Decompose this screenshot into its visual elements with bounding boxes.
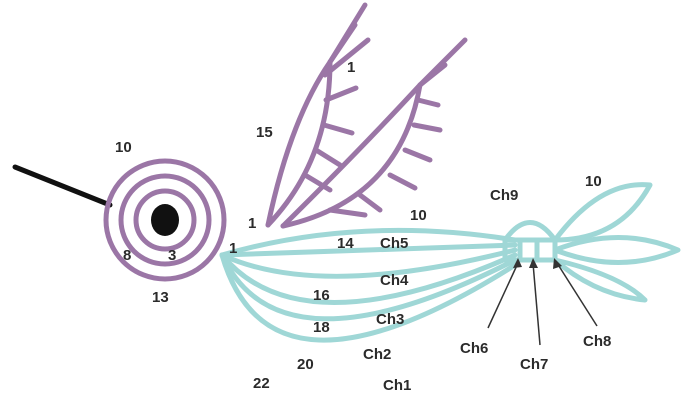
label-22: 22 <box>253 375 270 392</box>
label-petal-10: 10 <box>585 173 602 190</box>
label-wing-1-top: 1 <box>347 59 355 76</box>
tail-petals <box>555 185 678 300</box>
label-ch8: Ch8 <box>583 333 611 350</box>
label-ch2-count: 18 <box>313 319 330 336</box>
label-ch7: Ch7 <box>520 356 548 373</box>
label-ch9: Ch9 <box>490 187 518 204</box>
label-ring-inner: 3 <box>168 247 176 264</box>
label-ch5: Ch5 <box>380 235 408 252</box>
label-ring-left: 8 <box>123 247 131 264</box>
label-ring-bottom: 13 <box>152 289 169 306</box>
label-small-1: 1 <box>229 240 237 257</box>
label-ch1: Ch1 <box>383 377 411 394</box>
body-chains <box>222 230 515 340</box>
label-ch6: Ch6 <box>460 340 488 357</box>
eye <box>151 204 179 236</box>
label-ch2: Ch2 <box>363 346 391 363</box>
label-ch4: Ch4 <box>380 272 409 289</box>
label-ch3-count: 16 <box>313 287 330 304</box>
upper-wing-right <box>283 40 465 226</box>
petal-upper <box>555 185 650 240</box>
label-ring-top: 10 <box>115 139 132 156</box>
label-ch3: Ch3 <box>376 311 404 328</box>
label-wing-10: 10 <box>410 207 427 224</box>
beak-line <box>15 167 110 205</box>
label-ch5-count: 14 <box>337 235 354 252</box>
label-wing-15: 15 <box>256 124 273 141</box>
label-wing-1-left: 1 <box>248 215 256 232</box>
label-ch1-count: 20 <box>297 356 314 373</box>
